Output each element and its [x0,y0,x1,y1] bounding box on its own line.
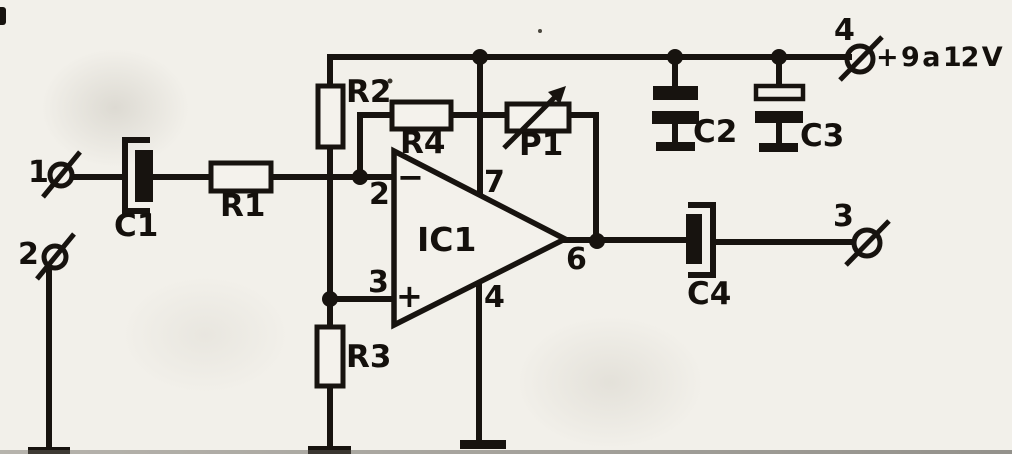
terminal-3-slash [844,219,891,267]
p1-wiper-arrow-shaft [502,94,558,150]
terminal-1-jack [41,150,82,199]
resistor-r3-body [314,324,346,389]
terminal-1-circle [47,161,75,189]
capacitor-c2 [652,86,699,124]
wire-output-left [552,237,688,243]
terminal-2-label: 2 [18,237,39,272]
terminal-4-label: 4 [834,13,855,48]
opamp-pin7-label: 7 [484,165,505,200]
capacitor-c1 [122,137,153,214]
opamp-ic1-label: IC1 [417,220,477,259]
terminal-3-jack [844,219,891,267]
terminal-4-circle [844,43,876,75]
ground-c2 [656,142,695,151]
junction-dot [472,49,488,65]
c1-solid-plate [135,150,153,202]
wires [46,54,855,451]
opamp-pin2-label: 2 [369,177,390,212]
opamp-inverting-sign: − [397,158,424,196]
terminal-2-circle [41,243,69,271]
resistor-r1-body [208,160,274,194]
terminal-3-circle [851,227,883,259]
potentiometer-p1-label: P1 [519,127,564,163]
ground-c3 [759,143,798,152]
wire-terminal2-ground [46,267,52,451]
c2-bottom-plate [652,111,699,124]
p1-wiper-arrow-head [548,86,566,104]
scan-edge-mark [0,7,6,25]
resistor-r2-label: R2 [346,74,392,110]
junction-dot [352,169,368,185]
supply-voltage-label: + 9 a 12 V [876,42,1003,73]
resistor-r3-label: R3 [346,339,392,375]
c1-bracket-plate [122,137,150,214]
wire-output-right [715,239,855,245]
resistor-r1-label: R1 [220,188,266,224]
resistor-r2-body [315,83,346,150]
c3-top-plate [753,83,806,102]
wire-c2-stem-bottom [672,122,678,146]
junction-dot [589,233,605,249]
resistor-r4-body [389,99,454,132]
terminal-2-slash [35,232,76,281]
wire-input-left [70,174,122,180]
wire-feedback-drop-right [593,112,599,244]
scan-speck [387,78,393,84]
terminal-4-slash [838,35,884,82]
c4-solid-plate [686,214,702,264]
junction-dot [667,49,683,65]
opamp-noninverting-sign: + [396,277,423,315]
wire-pin3 [327,296,399,302]
scan-speck [538,29,542,33]
resistor-r4-label: R4 [400,125,446,161]
terminal-symbols [35,35,891,281]
opamp-ic1-triangle [391,146,572,330]
wire-top-rail [328,54,852,60]
terminal-2-jack [35,232,76,281]
c2-top-plate [653,86,698,100]
capacitor-c2-label: C2 [693,114,738,150]
junction-dot [771,49,787,65]
scan-bottom-edge [0,450,1012,454]
junction-dots [322,49,787,307]
terminal-1-label: 1 [28,155,49,190]
junction-dot [322,291,338,307]
c4-bracket-plate [688,202,716,278]
opamp-pin6-label: 6 [566,242,587,277]
wire-feedback-drop-left [357,112,363,180]
ground-pin4 [460,440,506,449]
capacitor-c1-label: C1 [114,208,159,244]
capacitor-c4 [686,202,716,278]
opamp-pin3-label: 3 [368,265,389,300]
wire-c3-stem-top [776,54,782,88]
wire-input-mid [151,174,399,180]
capacitor-c3-label: C3 [800,118,845,154]
capacitor-c3 [753,83,806,123]
c3-bottom-plate [755,111,803,123]
potentiometer-p1 [502,86,572,150]
terminal-1-slash [41,150,82,199]
wire-pin7 [477,54,483,204]
terminal-3-label: 3 [833,199,854,234]
wire-r2-r3-vertical [327,54,333,447]
capacitor-c4-label: C4 [687,276,732,312]
terminal-4-jack [838,35,884,82]
wire-c3-stem-bottom [776,121,782,147]
wire-c2-stem-top [672,54,678,89]
wire-pin4 [476,270,482,442]
opamp-pin4-label: 4 [484,280,505,315]
